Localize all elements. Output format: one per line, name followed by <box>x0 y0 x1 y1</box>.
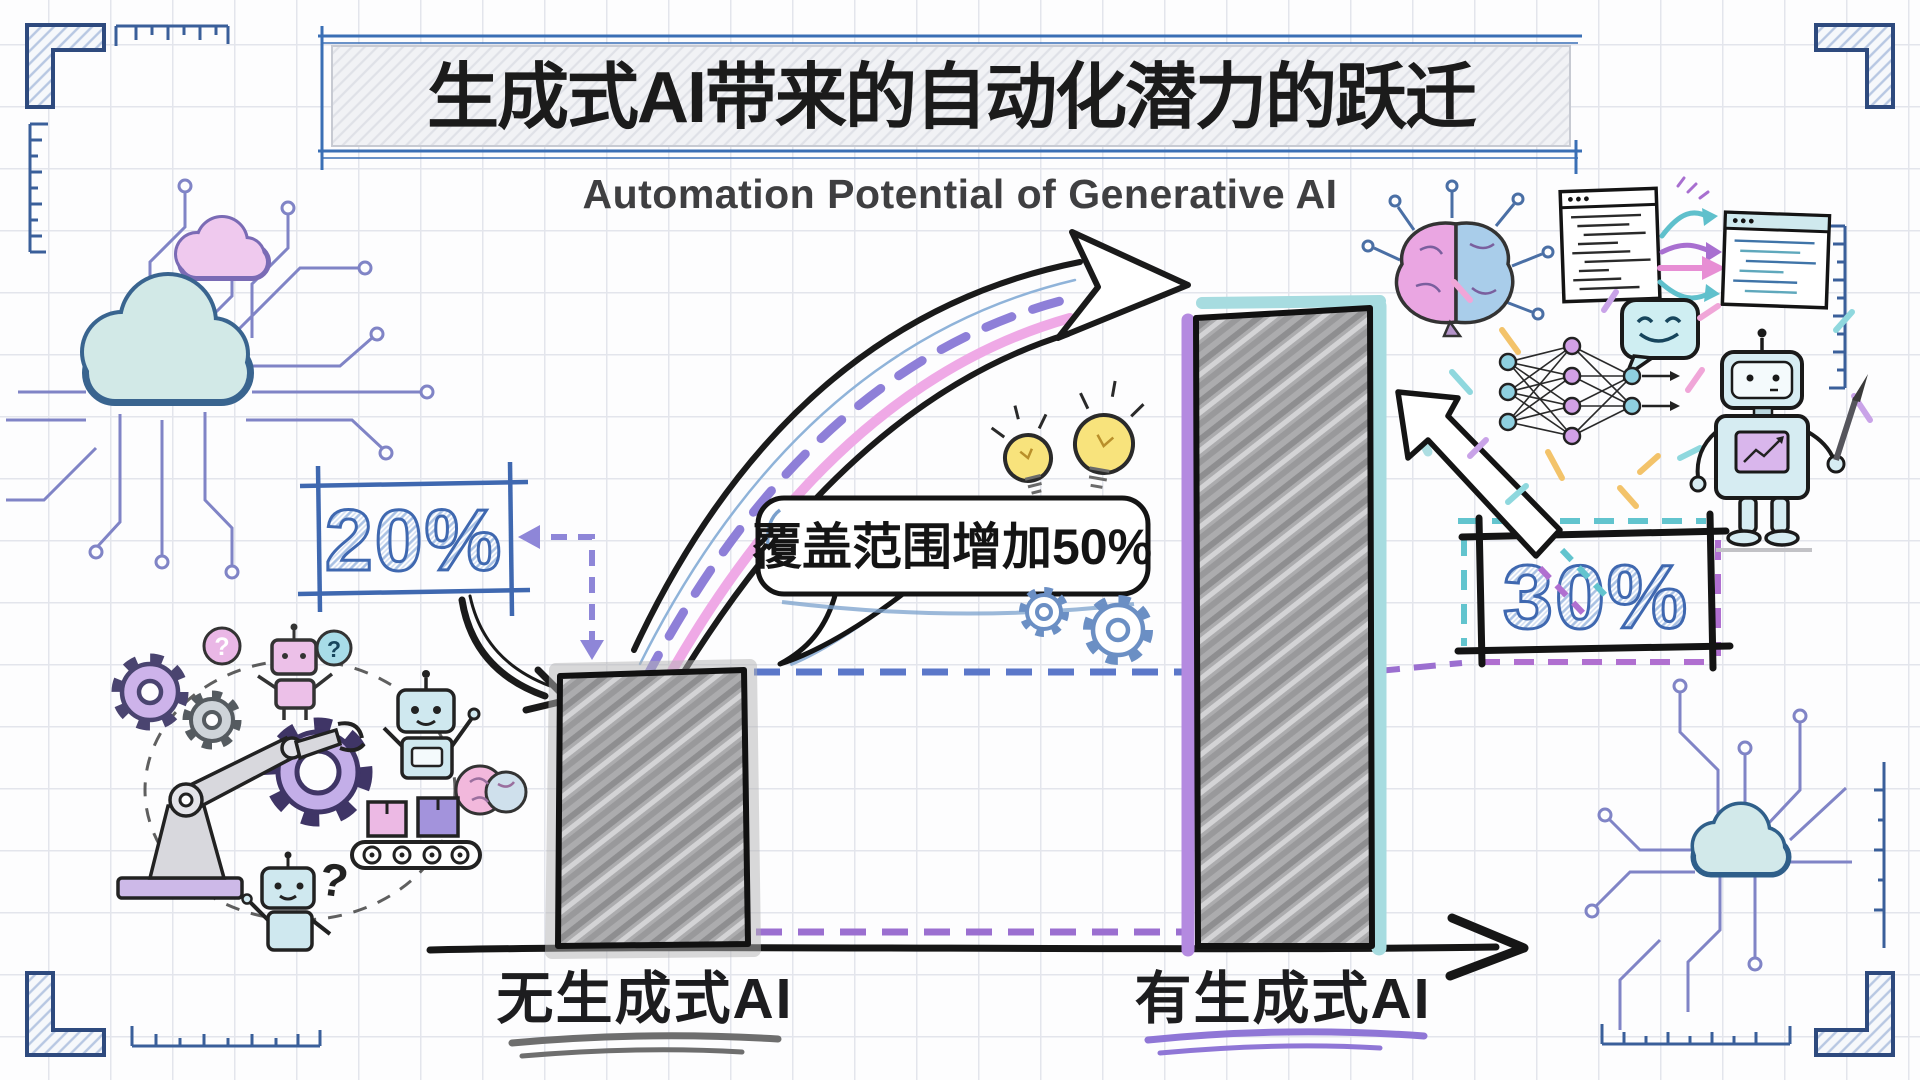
ruler-marks <box>28 24 1886 1048</box>
robot-icon <box>257 623 334 720</box>
bar-with-genai <box>1181 295 1387 957</box>
gear-icon <box>111 653 189 731</box>
paintbrush-icon <box>1833 397 1859 461</box>
gear-icon <box>1019 587 1153 665</box>
question-mark: ? <box>316 852 351 907</box>
svg-text:?: ? <box>327 636 341 662</box>
brain-icon <box>1361 179 1555 338</box>
reference-dashes <box>754 660 1463 936</box>
circuit-traces-right <box>1584 678 1852 1030</box>
burst-strokes <box>1449 279 1873 509</box>
growth-arc-arrow <box>631 229 1191 711</box>
page-subtitle: Automation Potential of Generative AI <box>582 171 1337 217</box>
svg-text:?: ? <box>214 633 229 661</box>
arc-arrowhead-icon <box>1055 229 1191 341</box>
automation-cluster: ? ? ? <box>111 623 528 952</box>
corner-bracket-icon <box>25 23 1895 1057</box>
page-title: 生成式AI带来的自动化潜力的跃迁 <box>427 58 1477 138</box>
bar-without-genai <box>545 659 761 959</box>
cloud-icon <box>174 215 271 281</box>
brain-icon <box>454 764 528 816</box>
speech-bubble: 覆盖范围增加50% <box>752 495 1152 667</box>
robot-icon <box>241 851 332 952</box>
question-bubble-icon: ? <box>202 626 242 666</box>
robot-arm-icon <box>116 721 366 900</box>
flow-arrows <box>1657 176 1726 302</box>
code-window-icon <box>1720 210 1832 310</box>
gear-icon <box>182 690 242 750</box>
bubble-annotation: 覆盖范围增加50% <box>752 519 1152 575</box>
neural-network-icon <box>1498 336 1680 446</box>
underline-left <box>508 1032 782 1059</box>
underline-right <box>1144 1028 1428 1056</box>
conveyor-icon <box>350 796 482 870</box>
gear-icon <box>263 717 373 827</box>
category-label-left: 无生成式AI <box>497 967 794 1031</box>
purple-dashed-connector <box>518 525 604 660</box>
right-value-label: 30% <box>1503 548 1689 648</box>
robot-artist-icon <box>1689 328 1868 552</box>
cloud-icon <box>1690 801 1792 878</box>
axis-arrowhead-icon <box>1445 913 1529 981</box>
cloud-icon <box>80 272 254 406</box>
right-value-box: 30% <box>1454 510 1734 672</box>
lightbulb-icon <box>990 380 1145 495</box>
question-bubble-icon: ? <box>315 629 353 667</box>
chat-smiley-icon <box>1620 298 1700 381</box>
title-band: 生成式AI带来的自动化潜力的跃迁 <box>318 26 1582 174</box>
robot-icon <box>382 670 481 780</box>
category-label-right: 有生成式AI <box>1135 967 1432 1031</box>
code-window-icon <box>1558 186 1662 304</box>
boost-arrow <box>1395 389 1609 617</box>
left-value-box: 20% <box>297 461 531 617</box>
left-value-label: 20% <box>325 493 503 589</box>
